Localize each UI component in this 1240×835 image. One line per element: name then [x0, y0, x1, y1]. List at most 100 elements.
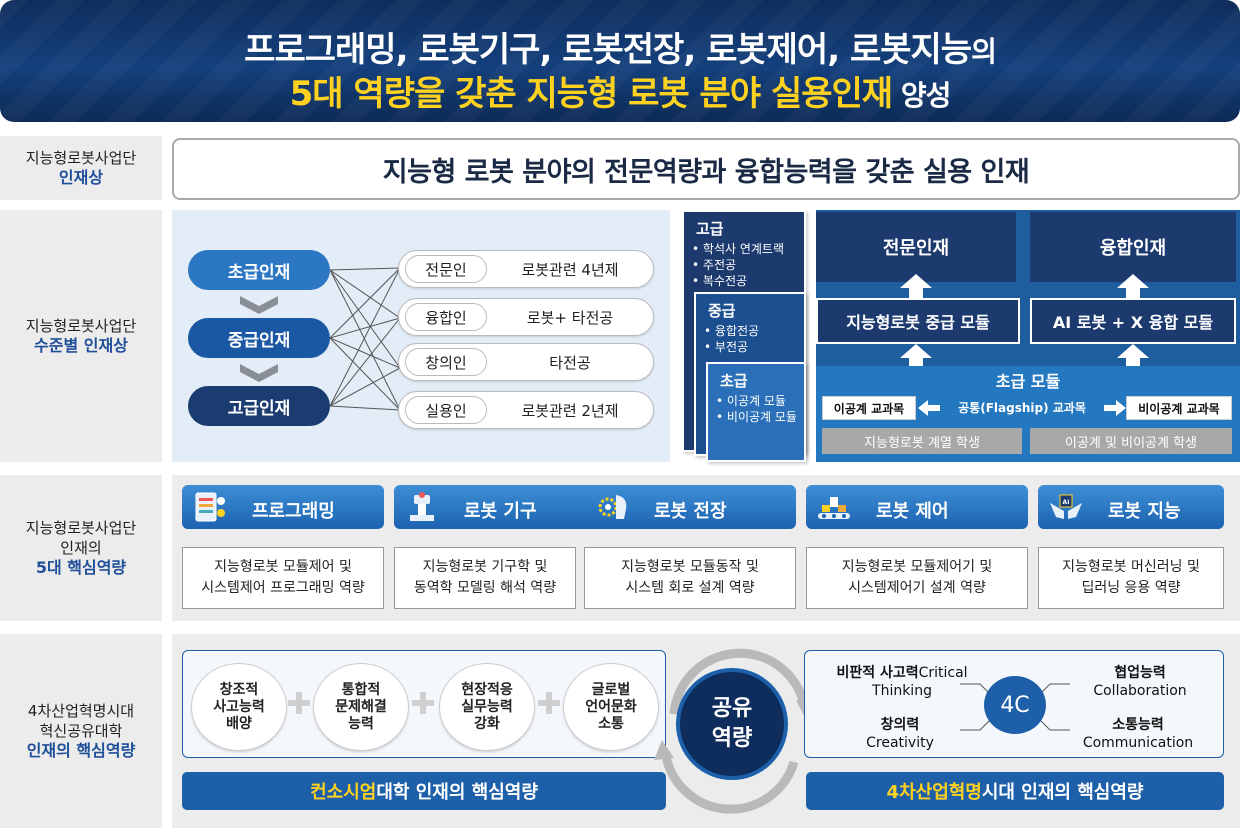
circle-line: 창조적 — [219, 681, 259, 698]
connector-lines — [330, 267, 401, 411]
sci-course: 이공계 교과목 — [822, 396, 916, 420]
up-arrow-icon — [900, 344, 932, 358]
competency-programming: 프로그래밍 — [182, 485, 384, 537]
up-arrow-stem — [1126, 288, 1140, 298]
fourc-band: 4차산업혁명 시대 인재의 핵심역량 — [806, 772, 1224, 810]
circle-line: 능력 — [348, 715, 374, 732]
mid-ai-module: AI 로봇 + X 융합 모듈 — [1030, 298, 1236, 344]
row2-label-line1: 지능형로봇사업단 — [25, 317, 137, 335]
band-text: 대학 인재의 핵심역량 — [376, 782, 538, 803]
circle-line: 현장적응 — [461, 681, 513, 698]
row4-label-line1: 4차산업혁명시대 — [27, 702, 135, 720]
programming-icon — [195, 492, 225, 522]
fourc-en: Collaboration — [1093, 683, 1187, 699]
plus-icon — [538, 692, 560, 714]
cycle-arrows-icon — [654, 648, 814, 814]
desc-line: 동역학 모델링 해석 역량 — [413, 580, 557, 596]
track-item: 비이공계 모듈 — [716, 409, 804, 425]
row4-label-line3: 인재의 핵심역량 — [26, 741, 136, 760]
role-desc: 로봇관련 2년제 — [521, 401, 619, 420]
up-arrow-icon — [1117, 274, 1149, 288]
row3-label-line2: 인재의 — [60, 539, 102, 557]
fourc-ko: 소통능력 — [1112, 717, 1164, 733]
header-line1: 프로그래밍, 로봇기구, 로봇전장, 로봇제어, 로봇지능의 — [244, 30, 997, 70]
row3-label-line1: 지능형로봇사업단 — [25, 519, 137, 537]
consortium-band: 컨소시엄 대학 인재의 핵심역량 — [182, 772, 666, 810]
track-items: 융합전공 부전공 — [704, 323, 804, 355]
level-basic: 초급인재 — [188, 250, 330, 290]
competency-title: 로봇 기구 — [464, 501, 537, 522]
track-basic: 초급 이공계 모듈 비이공계 모듈 — [706, 362, 806, 462]
fourc-en: Thinking — [872, 683, 932, 699]
band-highlight: 4차산업혁명 — [886, 782, 982, 803]
header-banner: 프로그래밍, 로봇기구, 로봇전장, 로봇제어, 로봇지능의 5대 역량을 갖춘… — [0, 0, 1240, 122]
fourc-en: Communication — [1082, 735, 1194, 751]
track-item: 학석사 연계트랙 — [692, 241, 804, 257]
circle-line: 배양 — [226, 715, 252, 732]
track-item: 이공계 모듈 — [716, 393, 804, 409]
ai-chip-hands-icon: AI — [1050, 494, 1082, 519]
plus-icon — [288, 692, 310, 714]
fourc-en: Critical — [918, 665, 968, 681]
competency-title: 로봇 제어 — [876, 501, 949, 522]
circle-line: 실무능력 — [461, 698, 513, 715]
fourc-ko: 비판적 사고력 — [836, 665, 919, 681]
competency-electronics: 로봇 전장 — [584, 485, 796, 537]
circle-line: 사고능력 — [213, 698, 265, 715]
role-expert: 전문인 로봇관련 4년제 — [398, 250, 654, 288]
track-title: 중급 — [708, 302, 736, 320]
chevron-down-icon — [240, 296, 278, 314]
row1-label: 지능형로봇사업단 인재상 — [0, 136, 162, 200]
track-item: 융합전공 — [704, 323, 804, 339]
competency-intelligence: AI 로봇 지능 — [1038, 485, 1224, 537]
role-name: 융합인 — [405, 303, 487, 331]
competency-control: 로봇 제어 — [806, 485, 1028, 537]
track-title: 초급 — [720, 372, 748, 390]
nonsci-course: 비이공계 교과목 — [1126, 396, 1232, 420]
circle-line: 통합적 — [341, 681, 381, 698]
expert-talent-box: 전문인재 — [816, 212, 1016, 282]
role-name: 실용인 — [405, 396, 487, 424]
track-item: 주전공 — [692, 257, 804, 273]
header-line2: 5대 역량을 갖춘 지능형 로봇 분야 실용인재 양성 — [289, 74, 952, 114]
circle-line: 문제해결 — [335, 698, 387, 715]
track-item: 부전공 — [704, 339, 804, 355]
role-practical: 실용인 로봇관련 2년제 — [398, 391, 654, 429]
desc-line: 시스템제어 프로그래밍 역량 — [201, 580, 365, 596]
conveyor-robot-icon — [818, 497, 850, 519]
competency-mechanism: 로봇 기구 — [394, 485, 596, 537]
robot-arm-icon — [410, 492, 434, 521]
chevron-down-icon — [240, 364, 278, 382]
up-arrow-stem — [1126, 358, 1140, 366]
band-highlight: 컨소시엄 — [310, 782, 377, 803]
row4-label: 4차산업혁명시대 혁신공유대학 인재의 핵심역량 — [0, 634, 162, 828]
plus-icon — [412, 692, 434, 714]
role-creative: 창의인 타전공 — [398, 343, 654, 381]
row3-label-line3: 5대 핵심역량 — [35, 558, 127, 577]
role-convergence: 융합인 로봇+ 타전공 — [398, 298, 654, 336]
band-text: 시대 인재의 핵심역량 — [981, 782, 1144, 803]
circle-line: 언어문화 — [585, 698, 637, 715]
shared-line: 공유 — [711, 696, 753, 721]
desc-line: 지능형로봇 모듈동작 및 — [621, 559, 759, 575]
role-name: 전문인 — [405, 255, 487, 283]
desc-line: 딥러닝 응용 역량 — [1081, 580, 1181, 596]
circle-line: 강화 — [474, 715, 500, 732]
desc-line: 지능형로봇 기구학 및 — [422, 559, 548, 575]
row3-label: 지능형로봇사업단 인재의 5대 핵심역량 — [0, 475, 162, 621]
talent-statement: 지능형 로봇 분야의 전문역량과 융합능력을 갖춘 실용 인재 — [172, 138, 1240, 200]
competency-title: 로봇 전장 — [654, 501, 727, 522]
student-all: 이공계 및 비이공계 학생 — [1030, 428, 1232, 454]
convergence-talent-box: 융합인재 — [1030, 212, 1236, 282]
mid-robot-module: 지능형로봇 중급 모듈 — [816, 298, 1020, 344]
